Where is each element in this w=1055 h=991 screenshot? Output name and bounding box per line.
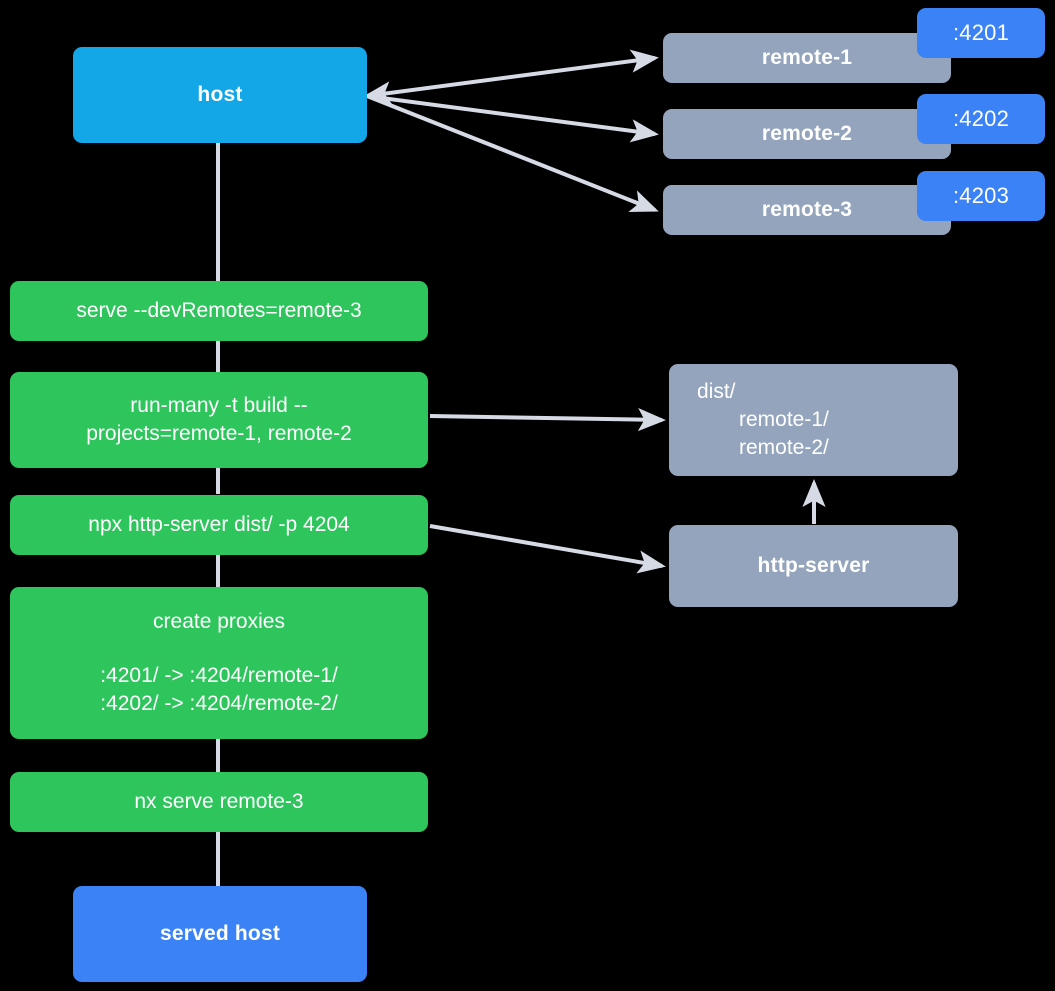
- node-command-create-proxies-title: create proxies: [153, 610, 285, 634]
- node-remote-3-label: remote-3: [761, 198, 853, 222]
- node-command-nx-serve-remote-3-label: nx serve remote-3: [134, 790, 304, 814]
- node-command-nx-serve-remote-3[interactable]: nx serve remote-3: [10, 772, 428, 832]
- badge-remote-1-port[interactable]: :4201: [917, 8, 1045, 58]
- dist-child-remote-2: remote-2/: [739, 435, 829, 459]
- badge-remote-1-port-label: :4201: [952, 20, 1010, 46]
- node-host[interactable]: host: [73, 47, 367, 143]
- node-command-create-proxies-line-2: :4202/ -> :4204/remote-2/: [100, 691, 338, 715]
- edge-host-to-remotes: [363, 49, 659, 212]
- dist-tree: dist/ remote-1/ remote-2/: [669, 378, 958, 461]
- node-remote-1-label: remote-1: [761, 46, 853, 70]
- node-remote-1[interactable]: remote-1: [663, 33, 951, 83]
- node-remote-2-label: remote-2: [761, 122, 853, 146]
- node-command-create-proxies-line-1: :4201/ -> :4204/remote-1/: [100, 664, 338, 688]
- dist-child-remote-1: remote-1/: [739, 408, 829, 432]
- node-http-server[interactable]: http-server: [669, 525, 958, 607]
- edge-npx-to-httpserver: [429, 524, 666, 574]
- node-command-serve-devremotes[interactable]: serve --devRemotes=remote-3: [10, 281, 428, 341]
- badge-remote-2-port[interactable]: :4202: [917, 94, 1045, 144]
- node-served-host[interactable]: served host: [73, 886, 367, 982]
- node-host-label: host: [197, 83, 243, 107]
- node-command-create-proxies[interactable]: create proxies :4201/ -> :4204/remote-1/…: [10, 587, 428, 739]
- node-command-run-many-build[interactable]: run-many -t build -- projects=remote-1, …: [10, 372, 428, 468]
- node-command-npx-http-server-label: npx http-server dist/ -p 4204: [88, 513, 350, 537]
- node-command-run-many-build-label: run-many -t build -- projects=remote-1, …: [86, 394, 352, 445]
- badge-remote-3-port-label: :4203: [952, 183, 1010, 209]
- node-http-server-label: http-server: [757, 554, 870, 578]
- node-command-serve-devremotes-label: serve --devRemotes=remote-3: [76, 299, 362, 323]
- node-dist-folder[interactable]: dist/ remote-1/ remote-2/: [669, 364, 958, 476]
- badge-remote-3-port[interactable]: :4203: [917, 171, 1045, 221]
- node-remote-2[interactable]: remote-2: [663, 109, 951, 159]
- node-served-host-label: served host: [159, 922, 281, 946]
- node-remote-3[interactable]: remote-3: [663, 185, 951, 235]
- edge-runmany-to-dist: [429, 407, 666, 432]
- node-command-npx-http-server[interactable]: npx http-server dist/ -p 4204: [10, 495, 428, 555]
- badge-remote-2-port-label: :4202: [952, 106, 1010, 132]
- dist-root-label: dist/: [697, 380, 736, 404]
